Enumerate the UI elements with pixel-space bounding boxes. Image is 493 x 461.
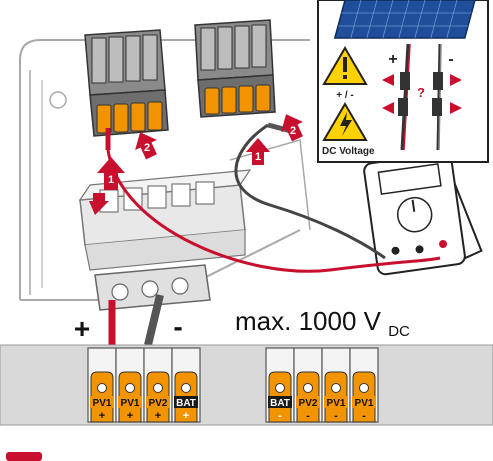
terminal-label: PV1 (93, 398, 112, 409)
terminal-screw-hole (303, 383, 313, 393)
terminal-label-bg (146, 396, 170, 408)
step-arrow-1-right-shape (246, 138, 270, 165)
inset-panel: + / - DC Voltage + - ? (317, 0, 489, 163)
terminal-label: BAT (270, 398, 290, 409)
step-arrow-2-left-shape (135, 132, 157, 160)
inset-plus-label: + (388, 51, 397, 68)
terminal-polarity: + (99, 410, 105, 422)
max-voltage-prefix: max. 1000 V (235, 306, 382, 336)
cable-gland (94, 264, 211, 311)
terminal-screw-hole (331, 383, 341, 393)
terminal-label-bg (118, 396, 142, 408)
dc-voltage-label: DC Voltage (322, 146, 375, 157)
step-1-right-label: 1 (255, 151, 261, 163)
terminal-polarity: - (306, 410, 310, 422)
right-terminal-3: PV1- (321, 347, 351, 423)
terminal-strip-background (0, 344, 493, 426)
terminal-polarity: - (362, 410, 366, 422)
polarity-plus-label: + (74, 313, 90, 344)
terminal-polarity: + (183, 410, 189, 422)
terminal-label-bg (324, 396, 348, 408)
terminal-screw-hole (181, 383, 191, 393)
step-2-left-label: 2 (144, 142, 150, 154)
terminal-label: PV2 (299, 398, 318, 409)
step-2-right-label: 2 (290, 125, 296, 137)
negative-cable (144, 294, 164, 346)
terminal-screw-hole (153, 383, 163, 393)
terminal-screw-hole (359, 383, 369, 393)
high-voltage-icon (322, 102, 368, 141)
polarity-minus-label: - (173, 311, 182, 342)
inset-question-label: ? (417, 85, 425, 100)
left-terminal-2: PV1+ (115, 347, 145, 423)
terminal-polarity: - (278, 410, 282, 422)
right-terminal-group: BAT-PV2-PV1-PV1- (265, 347, 379, 423)
right-plug-connector (194, 19, 276, 118)
terminal-polarity: - (334, 410, 338, 422)
terminal-polarity: + (155, 410, 161, 422)
step-arrow-2-right-shape (281, 114, 303, 142)
terminal-screw-hole (125, 383, 135, 393)
terminal-label: BAT (176, 398, 196, 409)
terminal-label-bg (352, 396, 376, 408)
red-probe-lead (106, 149, 441, 273)
left-terminal-4: BAT+ (171, 347, 201, 423)
max-voltage-subscript: DC (388, 323, 410, 340)
solar-panel (333, 0, 476, 39)
step-arrow-1-left-shape (97, 157, 125, 190)
terminal-screw-hole (275, 383, 285, 393)
max-voltage-label: max. 1000 V DC (235, 306, 410, 340)
terminal-screw-hole (97, 383, 107, 393)
terminal-block (78, 169, 252, 271)
inset-minus-label: - (448, 51, 453, 68)
terminal-polarity: + (127, 410, 133, 422)
terminal-label: PV2 (149, 398, 168, 409)
terminal-label-bg (90, 396, 114, 408)
right-terminal-1: BAT- (265, 347, 295, 423)
step-arrow-1-left (89, 193, 109, 215)
terminal-label-bg (296, 396, 320, 408)
left-terminal-3: PV2+ (143, 347, 173, 423)
left-terminal-group: PV1+PV1+PV2+BAT+ (87, 347, 201, 423)
terminal-label-bg (174, 396, 198, 408)
right-terminal-4: PV1- (349, 347, 379, 423)
left-plug-connector (84, 29, 169, 137)
warning-polarity-icon (322, 46, 368, 85)
left-terminal-1: PV1+ (87, 347, 117, 423)
terminal-label: PV1 (355, 398, 374, 409)
footer-mark (6, 452, 42, 461)
warning-polarity-label: + / - (336, 90, 354, 101)
terminal-label: PV1 (327, 398, 346, 409)
multimeter (363, 152, 483, 276)
terminal-label: PV1 (121, 398, 140, 409)
inset-cables (398, 43, 443, 151)
step-1-left-label: 1 (108, 174, 114, 186)
terminal-label-bg (268, 396, 292, 408)
black-probe-lead (234, 123, 386, 260)
right-terminal-2: PV2- (293, 347, 323, 423)
